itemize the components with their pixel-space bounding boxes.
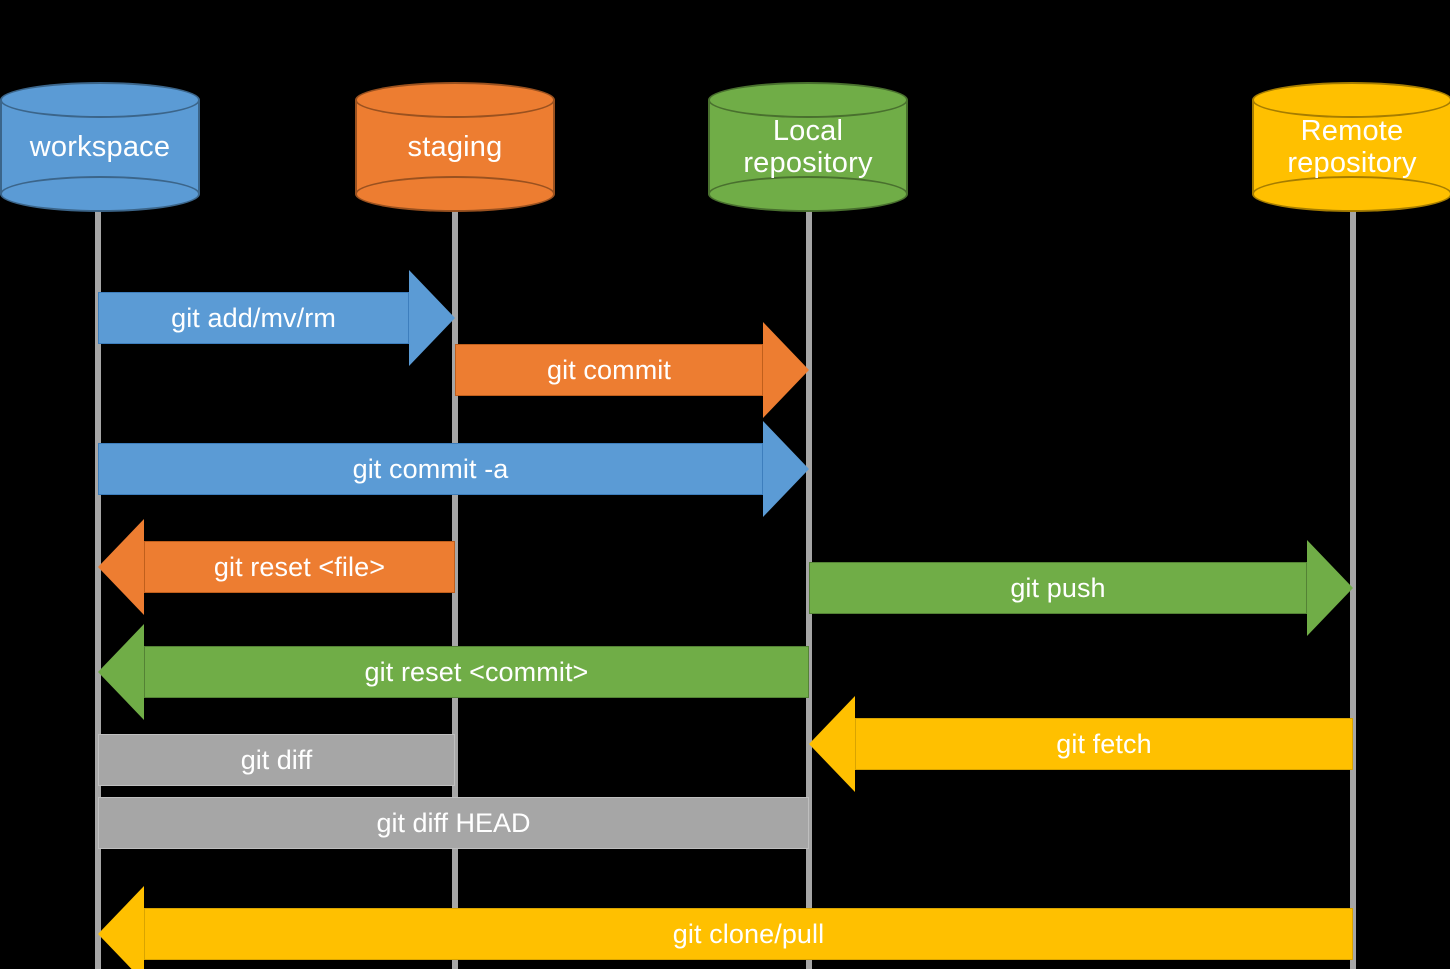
cylinder-bottom-staging: [355, 176, 555, 212]
bar-git-diff[interactable]: git diff: [98, 734, 455, 786]
arrow-head-git-clone-pull: [98, 886, 144, 969]
arrow-shaft-git-add: [98, 292, 409, 344]
node-label-staging: staging: [407, 130, 503, 163]
arrow-head-git-reset-file: [98, 519, 144, 615]
cylinder-bottom-workspace: [0, 176, 200, 212]
arrow-git-push[interactable]: git push: [809, 540, 1353, 636]
node-staging[interactable]: staging: [355, 82, 555, 212]
arrow-head-git-commit-a: [763, 421, 809, 517]
node-label-local: Local repository: [743, 114, 873, 179]
arrow-head-git-commit: [763, 322, 809, 418]
arrow-shaft-git-reset-file: [144, 541, 455, 593]
cylinder-top-remote: [1252, 82, 1450, 118]
arrow-git-fetch[interactable]: git fetch: [809, 696, 1353, 792]
arrow-git-clone-pull[interactable]: git clone/pull: [98, 886, 1353, 969]
arrow-label-git-fetch: git fetch: [1056, 728, 1152, 759]
bar-label-git-diff-head: git diff HEAD: [376, 807, 531, 838]
node-label-remote: Remote repository: [1287, 114, 1417, 179]
arrow-shaft-git-fetch: [855, 718, 1353, 770]
node-remote[interactable]: Remote repository: [1252, 82, 1450, 212]
arrow-label-git-add: git add/mv/rm: [171, 302, 336, 333]
arrow-label-git-clone-pull: git clone/pull: [672, 918, 825, 949]
arrow-shaft-git-push: [809, 562, 1307, 614]
node-label-workspace: workspace: [29, 130, 171, 163]
arrow-shaft-git-commit-a: [98, 443, 763, 495]
arrow-git-reset-commit[interactable]: git reset <commit>: [98, 624, 809, 720]
arrow-shaft-git-reset-commit: [144, 646, 809, 698]
bar-label-git-diff: git diff: [240, 744, 313, 775]
arrow-label-git-push: git push: [1010, 572, 1106, 603]
lifeline-remote: [1350, 150, 1356, 969]
cylinder-top-workspace: [0, 82, 200, 118]
arrow-git-commit-a[interactable]: git commit -a: [98, 421, 809, 517]
cylinder-top-staging: [355, 82, 555, 118]
node-local[interactable]: Local repository: [708, 82, 908, 212]
cylinder-bottom-remote: [1252, 176, 1450, 212]
arrow-head-git-push: [1307, 540, 1353, 636]
lifeline-local: [806, 150, 812, 969]
arrow-head-git-add: [409, 270, 455, 366]
arrow-label-git-reset-commit: git reset <commit>: [364, 656, 589, 687]
cylinder-top-local: [708, 82, 908, 118]
arrow-shaft-git-clone-pull: [144, 908, 1353, 960]
node-workspace[interactable]: workspace: [0, 82, 200, 212]
arrow-shaft-git-commit: [455, 344, 763, 396]
arrow-label-git-commit-a: git commit -a: [352, 453, 509, 484]
arrow-git-commit[interactable]: git commit: [455, 322, 809, 418]
arrow-head-git-reset-commit: [98, 624, 144, 720]
arrow-label-git-commit: git commit: [546, 354, 672, 385]
arrow-head-git-fetch: [809, 696, 855, 792]
arrow-label-git-reset-file: git reset <file>: [213, 551, 386, 582]
arrow-git-add[interactable]: git add/mv/rm: [98, 270, 455, 366]
arrow-git-reset-file[interactable]: git reset <file>: [98, 519, 455, 615]
bar-git-diff-head[interactable]: git diff HEAD: [98, 797, 809, 849]
lifeline-staging: [452, 150, 458, 969]
cylinder-bottom-local: [708, 176, 908, 212]
